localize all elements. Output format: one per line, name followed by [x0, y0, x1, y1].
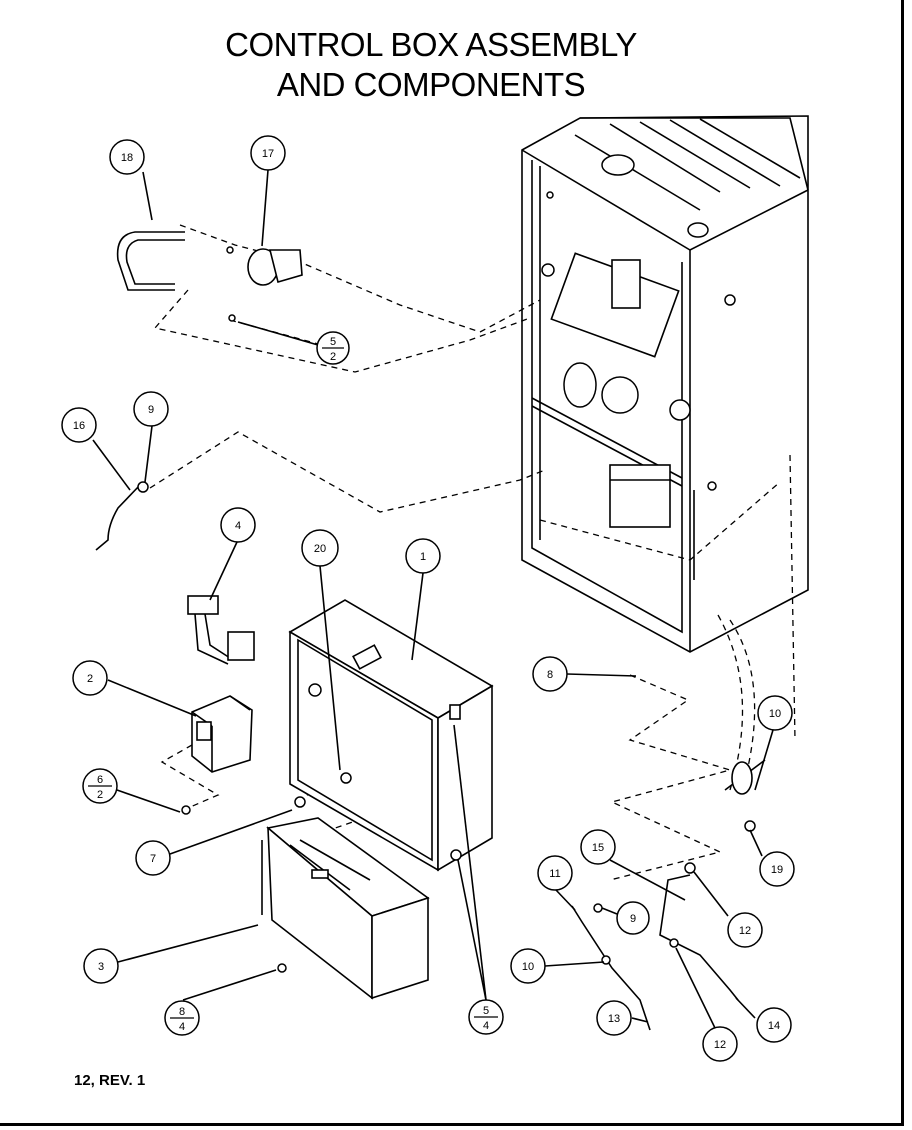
callout-20: 20 — [301, 529, 339, 567]
callout-7: 7 — [135, 840, 171, 876]
transformer-2 — [191, 695, 253, 773]
control-board-3 — [181, 805, 430, 1000]
svg-text:2: 2 — [87, 673, 93, 685]
terminal-block-4 — [187, 595, 255, 665]
callout-13: 13 — [596, 1000, 632, 1036]
pressure-switch-17 — [226, 246, 303, 322]
revision-footer: 12, REV. 1 — [74, 1072, 146, 1089]
callout-9-upper: 9 — [133, 391, 169, 427]
svg-text:14: 14 — [768, 1020, 780, 1032]
svg-text:5: 5 — [483, 1005, 489, 1017]
svg-text:12: 12 — [739, 925, 751, 937]
callout-5-2: 52 — [316, 331, 350, 365]
svg-text:17: 17 — [262, 148, 274, 160]
callout-4: 4 — [220, 507, 256, 543]
gas-valve-fitting — [724, 759, 766, 832]
svg-text:4: 4 — [483, 1020, 489, 1032]
diagram-title-line2: AND COMPONENTS — [276, 66, 586, 103]
svg-text:6: 6 — [97, 774, 103, 786]
callout-1: 1 — [405, 538, 441, 574]
control-box-1 — [288, 599, 494, 872]
callout-3: 3 — [83, 948, 119, 984]
svg-text:8: 8 — [547, 669, 553, 681]
svg-text:10: 10 — [769, 708, 781, 720]
callout-12-lower: 12 — [702, 1026, 738, 1062]
callout-leaders — [92, 169, 774, 1029]
gas-pipes — [571, 862, 739, 1031]
svg-text:15: 15 — [592, 842, 604, 854]
svg-text:19: 19 — [771, 864, 783, 876]
callout-10-upper: 10 — [757, 695, 793, 731]
svg-text:1: 1 — [420, 551, 426, 563]
svg-text:9: 9 — [630, 913, 636, 925]
svg-text:2: 2 — [97, 789, 103, 801]
callout-10-lower: 10 — [510, 948, 546, 984]
svg-text:16: 16 — [73, 420, 85, 432]
callout-6-2: 62 — [82, 768, 118, 804]
svg-text:2: 2 — [330, 351, 336, 363]
svg-text:4: 4 — [179, 1021, 185, 1033]
callout-14: 14 — [756, 1007, 792, 1043]
callout-8-4: 84 — [164, 1000, 200, 1036]
svg-text:9: 9 — [148, 404, 154, 416]
svg-text:7: 7 — [150, 853, 156, 865]
callout-15: 15 — [580, 829, 616, 865]
callout-9-lower: 9 — [616, 901, 650, 935]
callout-12-upper: 12 — [727, 912, 763, 948]
furnace-cabinet — [521, 115, 809, 653]
callout-19: 19 — [759, 851, 795, 887]
tube-assembly-18 — [116, 231, 185, 291]
svg-text:12: 12 — [714, 1039, 726, 1051]
svg-text:4: 4 — [235, 520, 241, 532]
svg-text:18: 18 — [121, 152, 133, 164]
svg-text:11: 11 — [549, 868, 560, 880]
svg-text:20: 20 — [314, 543, 326, 555]
svg-text:10: 10 — [522, 961, 534, 973]
diagram-title-line1: CONTROL BOX ASSEMBLY — [225, 26, 637, 63]
svg-text:3: 3 — [98, 961, 104, 973]
svg-text:5: 5 — [330, 336, 336, 348]
callout-5-4: 54 — [468, 999, 504, 1035]
callout-11: 11 — [537, 855, 573, 891]
callout-2: 2 — [72, 660, 108, 696]
callout-17: 17 — [250, 135, 286, 171]
callout-8: 8 — [532, 656, 568, 692]
tube-16 — [95, 481, 149, 551]
svg-text:13: 13 — [608, 1013, 620, 1025]
svg-text:8: 8 — [179, 1006, 185, 1018]
callout-18: 18 — [109, 139, 145, 175]
callout-16: 16 — [61, 407, 97, 443]
